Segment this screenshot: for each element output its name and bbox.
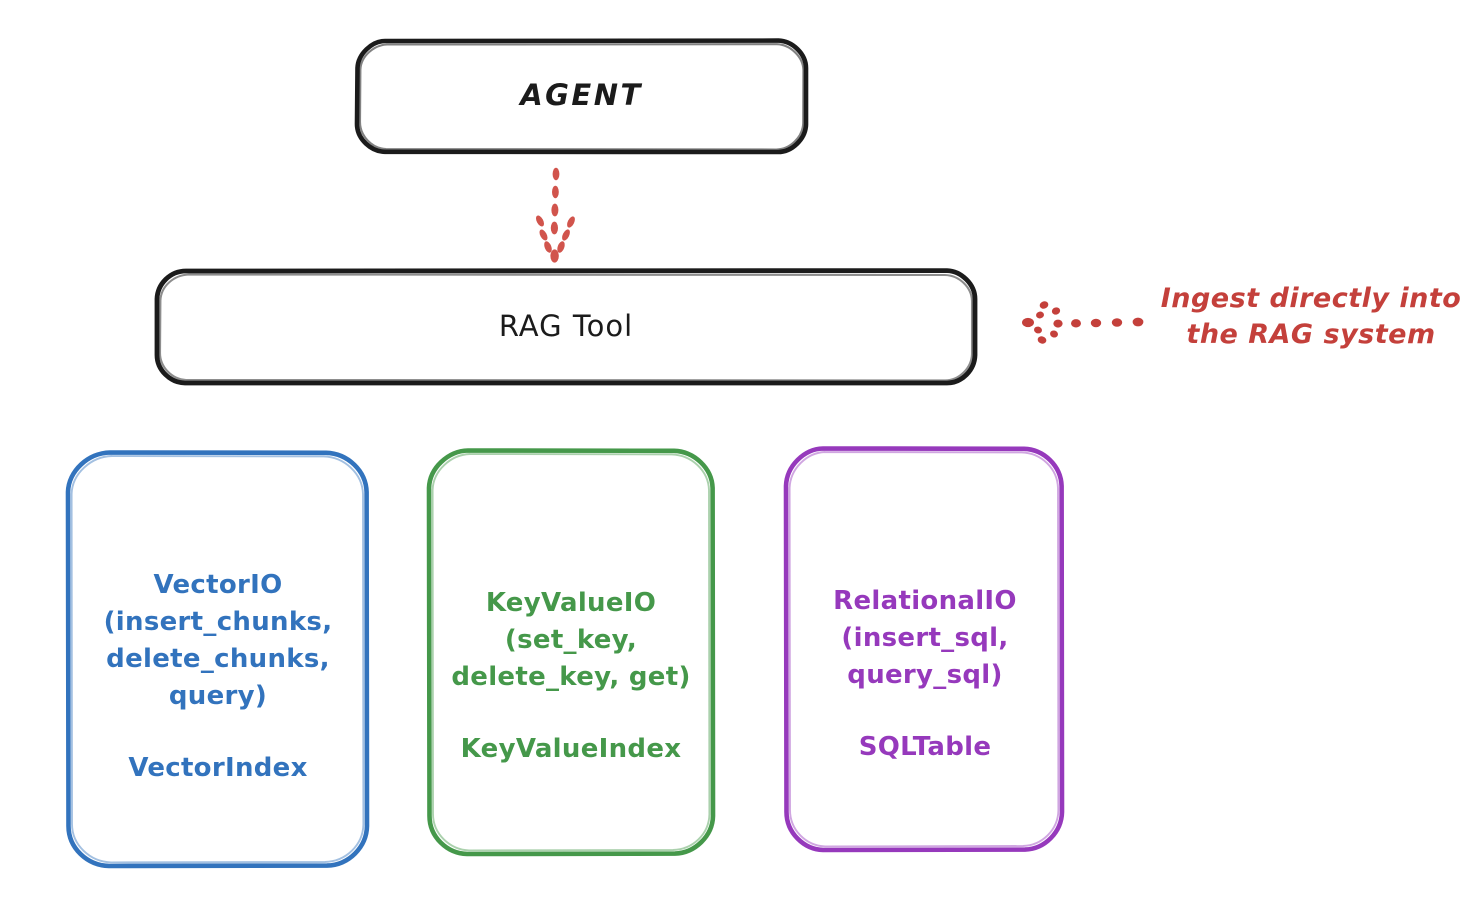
arrow-agent-to-rag-tool [536,167,575,263]
key-value-io-box[interactable] [426,448,716,857]
rag-tool-box[interactable] [154,268,978,386]
vector-io-box[interactable] [65,450,370,869]
relational-io-box[interactable] [783,446,1065,853]
agent-box[interactable] [354,38,809,155]
arrow-ingest-into-rag [1022,301,1144,344]
